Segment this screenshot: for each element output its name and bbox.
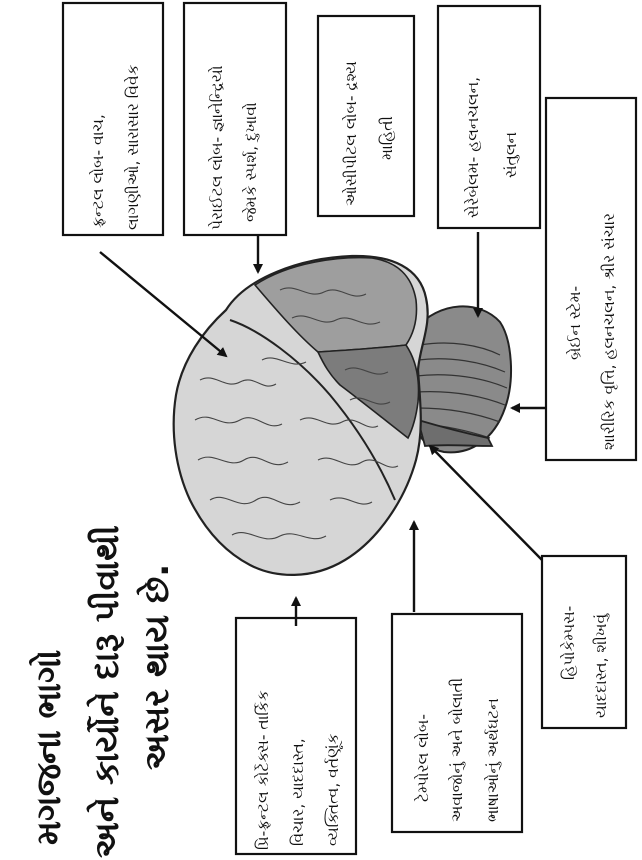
cerebellum-line-1: સેરેબેલમ- હલનચલન, bbox=[463, 77, 482, 218]
temporal-lobe-line-2: અવાજોનું અને બોલાતી bbox=[447, 678, 466, 822]
brain-illustration bbox=[172, 254, 513, 576]
cerebellum-label: સેરેબેલમ- હલનચલન, સંતુલન bbox=[436, 4, 542, 230]
frontal-lobe-line-1: ફ્રન્ટલ લોબ- વાચ, bbox=[88, 114, 107, 228]
cerebellum-folds bbox=[415, 342, 508, 439]
frontal-lobe-box bbox=[61, 1, 165, 237]
prefrontal-line-2: વિચાર, યાદદાસ્ત, bbox=[289, 738, 307, 846]
frontal-lobe-label: ફ્રન્ટલ લોબ- વાચ, લાગણીઓ, સારાસાર વિવેક bbox=[61, 1, 165, 237]
parietal-lobe-line-1: પેરાઈટલ લોબ- જ્ઞાનેન્દ્રિયો bbox=[207, 65, 226, 230]
occipital-lobe-label: ઓસીપીટલ લોબ- દ્રશ્ય માહિતી bbox=[316, 14, 416, 218]
diagram-title: મગજના ભાગો અને કાર્યોને દારૂ પીવાથી અસર … bbox=[28, 525, 177, 858]
cerebellum-box bbox=[436, 4, 542, 230]
parietal-lobe-shape bbox=[253, 256, 418, 353]
title-line-1: મગજના ભાગો bbox=[28, 650, 69, 845]
prefrontal-line-1: પ્રિ-ફ્રન્ટલ કોર્ટેક્સ- તાર્કિક bbox=[253, 690, 272, 850]
brain-stem-box bbox=[544, 96, 638, 462]
brain-stem-line-1: બ્રેઈન સ્ટેમ- bbox=[565, 286, 584, 360]
temporal-lobe-box bbox=[390, 612, 524, 834]
occipital-lobe-box bbox=[316, 14, 416, 218]
hippocampus-line-1: હિપોકેમ્પસ- bbox=[559, 606, 578, 680]
hippocampus-box bbox=[540, 554, 628, 730]
brain-stem-label: બ્રેઈન સ્ટેમ- શારીરિક વૃત્તિ, હલનચલન, શ્… bbox=[544, 96, 638, 462]
hippocampus-arrow bbox=[428, 444, 543, 561]
temporal-lobe-label: ટેમ્પોરલ લોબ- અવાજોનું અને બોલાતી ભાષાઓન… bbox=[390, 612, 524, 834]
occipital-lobe-line-2: માહિતી bbox=[378, 116, 396, 160]
frontal-arrow bbox=[99, 251, 228, 358]
brain-stem-shape bbox=[416, 418, 494, 447]
occipital-lobe-line-1: ઓસીપીટલ લોબ- દ્રશ્ય bbox=[341, 61, 360, 206]
frontal-lobe-line-2: લાગણીઓ, સારાસાર વિવેક bbox=[123, 64, 142, 230]
prefrontal-label: પ્રિ-ફ્રન્ટલ કોર્ટેક્સ- તાર્કિક વિચાર, ય… bbox=[234, 616, 358, 856]
title-line-2: અને કાર્યોને દારૂ પીવાથી bbox=[86, 525, 127, 858]
occipital-lobe-shape bbox=[316, 344, 420, 440]
hippocampus-line-2: યાદદાસ્ત, શીખવું bbox=[592, 613, 610, 718]
pointer-arrows bbox=[99, 232, 546, 626]
temporal-lobe-line-1: ટેમ્પોરલ લોબ- bbox=[413, 714, 432, 802]
parietal-lobe-box bbox=[182, 1, 288, 237]
parietal-lobe-line-2: જેમકે સ્પર્શ, દુખાવો bbox=[241, 102, 260, 222]
cerebellum-line-2: સંતુલન bbox=[502, 131, 520, 178]
temporal-lobe-line-3: ભાષાઓનું અર્થઘટન bbox=[483, 698, 502, 822]
parietal-lobe-label: પેરાઈટલ લોબ- જ્ઞાનેન્દ્રિયો જેમકે સ્પર્શ… bbox=[182, 1, 288, 237]
brain-gyri bbox=[194, 287, 399, 540]
title-line-3: અસર થાય છે. bbox=[136, 564, 177, 770]
hippocampus-label: હિપોકેમ્પસ- યાદદાસ્ત, શીખવું bbox=[540, 554, 628, 730]
brain-stem-line-2: શારીરિક વૃત્તિ, હલનચલન, શ્રીર સંચાર bbox=[600, 213, 618, 450]
prefrontal-line-3: વ્યક્તિત્વ, વર્તણૂંક bbox=[324, 733, 344, 846]
lateral-sulcus bbox=[229, 319, 396, 501]
